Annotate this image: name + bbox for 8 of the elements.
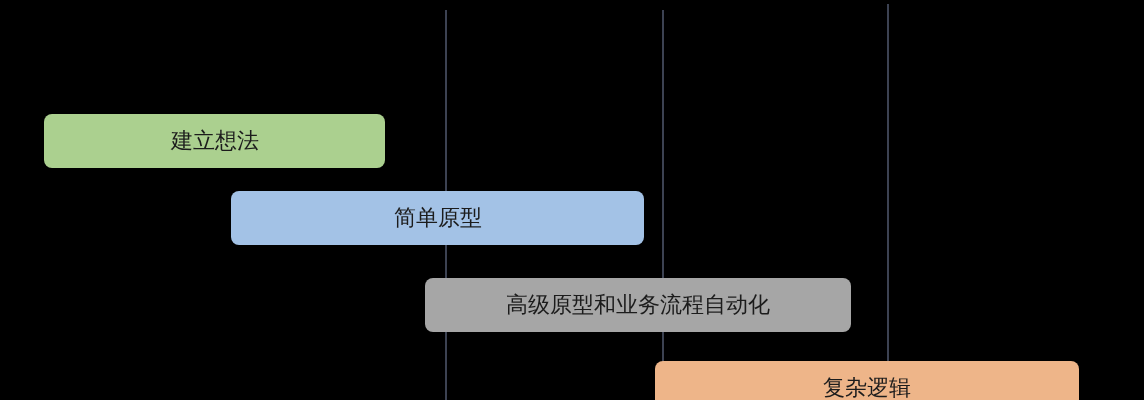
timeline-bar — [425, 278, 851, 332]
timeline-bar — [231, 191, 644, 245]
bar-label: 简单原型 — [393, 205, 482, 231]
bar-label: 建立想法 — [170, 128, 259, 154]
bar-label: 高级原型和业务流程自动化 — [506, 292, 770, 318]
timeline-bar — [655, 361, 1079, 400]
bar-label: 复杂逻辑 — [823, 375, 911, 400]
timeline-bar — [44, 114, 385, 168]
